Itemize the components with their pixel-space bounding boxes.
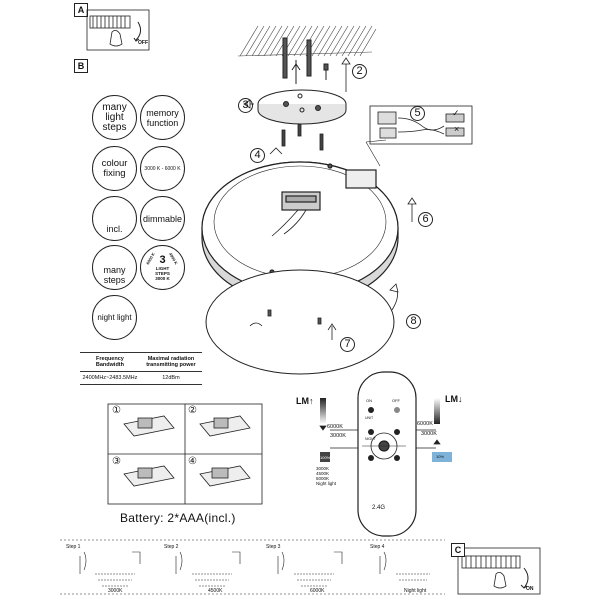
install-step-8: 8 xyxy=(406,314,421,329)
section-c-label: C xyxy=(451,543,465,557)
battery-step-3: ③ xyxy=(112,456,121,467)
pct-100: 100% xyxy=(320,455,331,460)
mode-list-6000: 6000K xyxy=(316,476,330,481)
remote-night-label: NIGHT xyxy=(365,437,376,441)
bottom-step-4-label: Step 4 xyxy=(370,544,385,550)
feature-many-light-steps: many light steps xyxy=(92,95,137,140)
ceiling-screws xyxy=(282,37,329,84)
remote-off-label: OFF xyxy=(392,398,400,403)
bottom-step-2-label: Step 2 xyxy=(164,544,179,550)
pct-10: 10% xyxy=(436,454,445,459)
install-step-7: 7 xyxy=(340,337,355,352)
lm-up-text: LM xyxy=(296,396,309,406)
lamp-cover xyxy=(205,269,395,375)
feature-kelvin-range-text: 3000 K - 6000 K xyxy=(144,165,181,172)
light-steps-line2: STEPS xyxy=(155,270,170,276)
feature-many-steps: many steps xyxy=(92,245,137,290)
bottom-step-1-kelvin: 3000K xyxy=(108,588,123,594)
k3000-left: 3000K xyxy=(330,433,346,439)
frequency-table: Frequency Bandwidth Maximal radiation tr… xyxy=(80,352,202,385)
feature-night-light: night light xyxy=(92,295,137,340)
freq-header-bandwidth: Frequency Bandwidth xyxy=(80,352,140,372)
install-step-5: 5 xyxy=(410,106,425,121)
mode-list-3000: 3000K xyxy=(316,466,330,471)
freq-value-bandwidth: 2400MHz~2483.5MHz xyxy=(80,371,140,385)
bottom-step-4-kelvin: Night light xyxy=(404,588,427,594)
light-steps-number: 3 xyxy=(159,253,166,266)
remote-body xyxy=(357,371,417,537)
lamp-screws xyxy=(269,123,324,155)
feature-light-steps-badge: 3 LIGHT STEPS 3000 K xyxy=(140,245,185,290)
mode-list-4500: 4500K xyxy=(316,471,330,476)
install-step-3: 3 xyxy=(238,98,253,113)
cover-screws xyxy=(249,309,337,340)
freq-value-power: 12dBm xyxy=(139,371,202,385)
feature-dimmable: dimmable xyxy=(140,196,185,241)
ceiling-hatch xyxy=(237,25,377,57)
feature-kelvin-range: 3000 K - 6000 K xyxy=(140,146,185,191)
bottom-step-1-label: Step 1 xyxy=(66,544,81,550)
k3000-right: 3000K xyxy=(421,431,437,437)
install-step-2: 2 xyxy=(352,64,367,79)
section-a-off-label: OFF xyxy=(138,40,148,46)
battery-steps-frame xyxy=(107,403,263,505)
freq-header-power: Maximal radiation transmitting power xyxy=(139,352,202,372)
mounting-bracket xyxy=(257,89,347,125)
pairing-cross-mark: × xyxy=(454,124,460,134)
remote-unit-label: UNIT xyxy=(365,416,374,420)
feature-many-light-steps-text: many light steps xyxy=(102,101,127,133)
bottom-step-2-kelvin: 4500K xyxy=(208,588,223,594)
k6000-right: 6000K xyxy=(417,421,433,427)
k6000-left: 6000K xyxy=(327,424,343,430)
remote-buttons xyxy=(368,407,400,461)
bottom-step-3-label: Step 3 xyxy=(266,544,281,550)
section-b-label: B xyxy=(74,59,88,73)
light-steps-k-bottom: 3000 K xyxy=(155,275,170,281)
feature-remote-incl-text: incl. xyxy=(106,224,123,234)
arrow-6 xyxy=(407,197,417,222)
pairing-check-mark: ✓ xyxy=(452,108,460,118)
light-steps-line1: LIGHT xyxy=(155,265,170,271)
install-step-6: 6 xyxy=(418,212,433,227)
feature-colour-fixing: colour fixing xyxy=(92,146,137,191)
lm-up-label: LM↑ xyxy=(296,396,314,406)
lm-down-label: LM↓ xyxy=(445,394,463,404)
section-c-switch xyxy=(457,547,541,595)
mode-list-night: Night light xyxy=(316,481,337,486)
feature-colour-fixing-text: colour fixing xyxy=(101,157,128,179)
arrow-8 xyxy=(389,283,399,311)
bright-100-swatch xyxy=(320,452,330,462)
lm-down-text: LM xyxy=(445,394,458,404)
bottom-steps-frame xyxy=(60,539,445,595)
install-step-4: 4 xyxy=(250,148,265,163)
feature-memory-function: memory function xyxy=(140,95,185,140)
feature-night-light-text: night light xyxy=(97,312,132,322)
lm-up-gradient xyxy=(320,398,326,424)
lm-down-gradient xyxy=(434,398,440,424)
battery-caption: Battery: 2*AAA(incl.) xyxy=(120,511,236,525)
feature-memory-function-text: memory function xyxy=(146,107,179,128)
feature-dimmable-text: dimmable xyxy=(143,213,183,224)
battery-step-1: ① xyxy=(112,405,121,416)
section-c-on-label: ON xyxy=(526,586,534,592)
bright-10-swatch xyxy=(432,452,452,462)
bottom-step-3-kelvin: 6000K xyxy=(310,588,325,594)
remote-freq-label: 2.4G xyxy=(372,505,386,511)
remote-on-label: ON xyxy=(366,398,372,403)
battery-step-4: ④ xyxy=(188,456,197,467)
battery-step-2: ② xyxy=(188,405,197,416)
feature-remote-incl: incl. xyxy=(92,196,137,241)
arrow-2 xyxy=(341,57,351,92)
feature-many-steps-text: many steps xyxy=(103,265,126,285)
section-a-switch xyxy=(86,9,150,51)
